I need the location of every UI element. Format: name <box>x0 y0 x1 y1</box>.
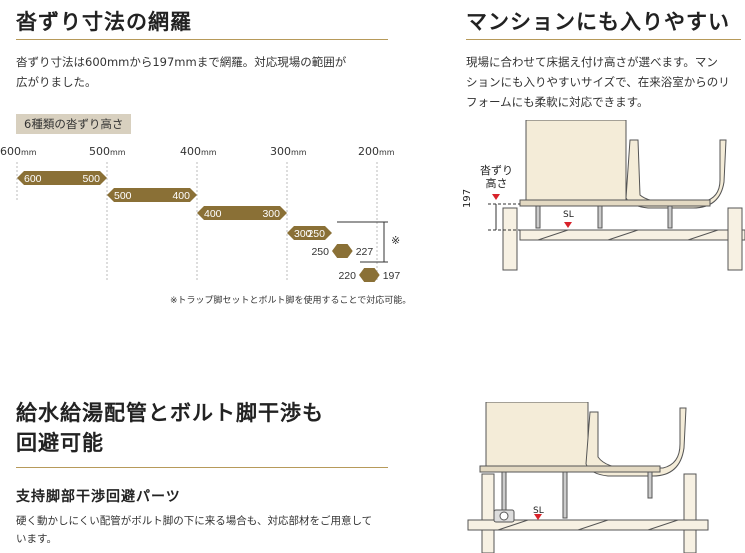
section-title-piping: 給水給湯配管とボルト脚干渉も 回避可能 <box>16 401 324 455</box>
height-range-bar <box>332 244 353 258</box>
bar-start-label: 600 <box>24 173 42 185</box>
height-range-bar <box>17 171 107 185</box>
height-range-bar <box>359 268 380 282</box>
sl-label: SL <box>563 210 574 220</box>
footnote: ※トラップ脚セットとボルト脚を使用することで対応可能。 <box>170 296 412 306</box>
frame-post-left <box>502 207 518 271</box>
bar-end-label: 250 <box>307 228 325 240</box>
tick-200: 200mm <box>358 145 395 158</box>
tick-500: 500mm <box>89 145 126 158</box>
sl-marker <box>534 514 542 520</box>
bar-start-label: 300 <box>294 228 312 240</box>
paragraph-line: 沓ずり寸法は600mmから197mmまで網羅。対応現場の範囲が <box>16 55 347 69</box>
frame-post-left <box>481 473 495 553</box>
mansion-paragraph: 現場に合わせて床据え付け高さが選べます。マン ションにも入りやすいサイズで、在来… <box>466 52 744 112</box>
sl-label: SL <box>533 506 544 516</box>
height-range-bar <box>107 188 197 202</box>
floor-beam <box>467 519 709 531</box>
leg <box>597 205 603 229</box>
leg <box>647 471 653 499</box>
bar-end-label: 400 <box>172 190 190 202</box>
paragraph-line: ションにも入りやすいサイズで、在来浴室からのリ <box>466 75 730 89</box>
tub-bowl <box>625 139 727 209</box>
paragraph-line: フォームにも柔軟に対応できます。 <box>466 95 649 109</box>
tub-body-left <box>525 120 627 201</box>
tub-base <box>479 465 661 473</box>
height-range-bar <box>287 226 332 240</box>
kutsuzuri-paragraph: 沓ずり寸法は600mmから197mmまで網羅。対応現場の範囲が 広がりました。 <box>16 52 396 92</box>
bar-start-label: 400 <box>204 208 222 220</box>
paragraph-line: います。 <box>16 533 57 545</box>
frame-post-right <box>683 473 697 553</box>
paragraph-line: 現場に合わせて床据え付け高さが選べます。マン <box>466 55 718 69</box>
title-underline <box>466 39 741 40</box>
tub-base <box>519 199 711 207</box>
tick-600: 600mm <box>0 145 37 158</box>
paragraph-line: 広がりました。 <box>16 75 97 89</box>
leg <box>667 205 673 229</box>
tub-body-left <box>485 402 589 469</box>
height-types-tag: 6種類の沓ずり高さ <box>16 114 132 134</box>
tick-400: 400mm <box>180 145 217 158</box>
sl-marker <box>564 222 572 228</box>
piping-avoidance-diagram <box>467 402 709 553</box>
leg <box>535 205 541 229</box>
section-title-mansion: マンションにも入りやすい <box>466 10 730 34</box>
floor-beam-top <box>519 229 745 241</box>
bracket-note-mark: ※ <box>391 234 401 247</box>
bathtub-installation-diagram <box>488 120 745 271</box>
height-range-bar <box>197 206 287 220</box>
bar-end-label: 197 <box>383 270 401 282</box>
bar-start-label: 220 <box>338 270 356 282</box>
red-marker <box>492 194 500 200</box>
bar-end-label: 500 <box>82 173 100 185</box>
frame-post-right <box>727 207 743 271</box>
piping-paragraph: 硬く動かしにくい配管がボルト脚の下に来る場合も、対応部材をご用意して います。 <box>16 512 436 548</box>
section-title-kutsuzuri: 沓ずり寸法の網羅 <box>16 10 192 34</box>
paragraph-line: 硬く動かしにくい配管がボルト脚の下に来る場合も、対応部材をご用意して <box>16 515 373 527</box>
dimension-value: 197 <box>462 188 473 208</box>
leg <box>562 471 568 519</box>
kutsuzuri-height-label: 沓ずり 高さ <box>480 164 513 190</box>
subtitle: 支持脚部干渉回避パーツ <box>16 489 181 505</box>
tick-300: 300mm <box>270 145 307 158</box>
bar-end-label: 300 <box>262 208 280 220</box>
bar-start-label: 250 <box>311 246 329 258</box>
leg <box>501 471 507 513</box>
title-underline <box>16 467 388 468</box>
bar-start-label: 500 <box>114 190 132 202</box>
title-underline <box>16 39 388 40</box>
bar-end-label: 227 <box>356 246 374 258</box>
